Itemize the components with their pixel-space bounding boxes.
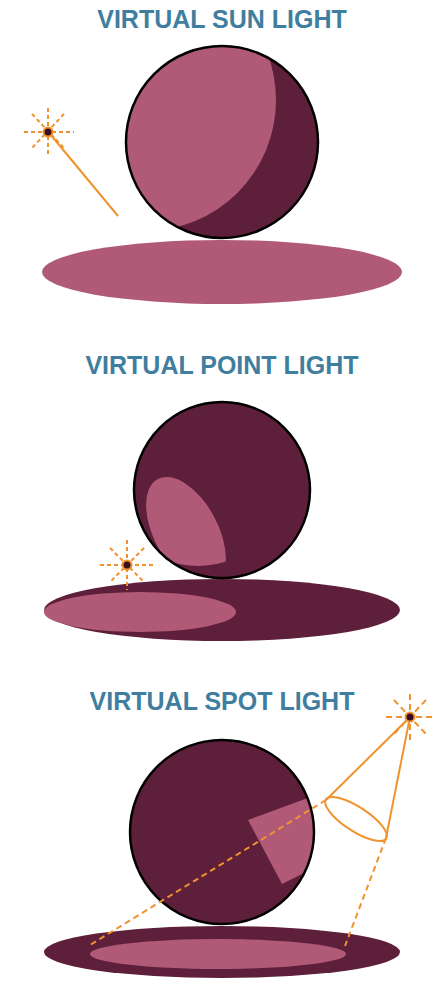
sun-light-scene [14,0,402,304]
point-light-scene [44,402,400,641]
section-heading: VIRTUAL SUN LIGHT [97,6,347,34]
section-heading: VIRTUAL POINT LIGHT [85,352,358,380]
section-heading: VIRTUAL SPOT LIGHT [90,688,355,716]
spot-light-scene [44,694,436,978]
